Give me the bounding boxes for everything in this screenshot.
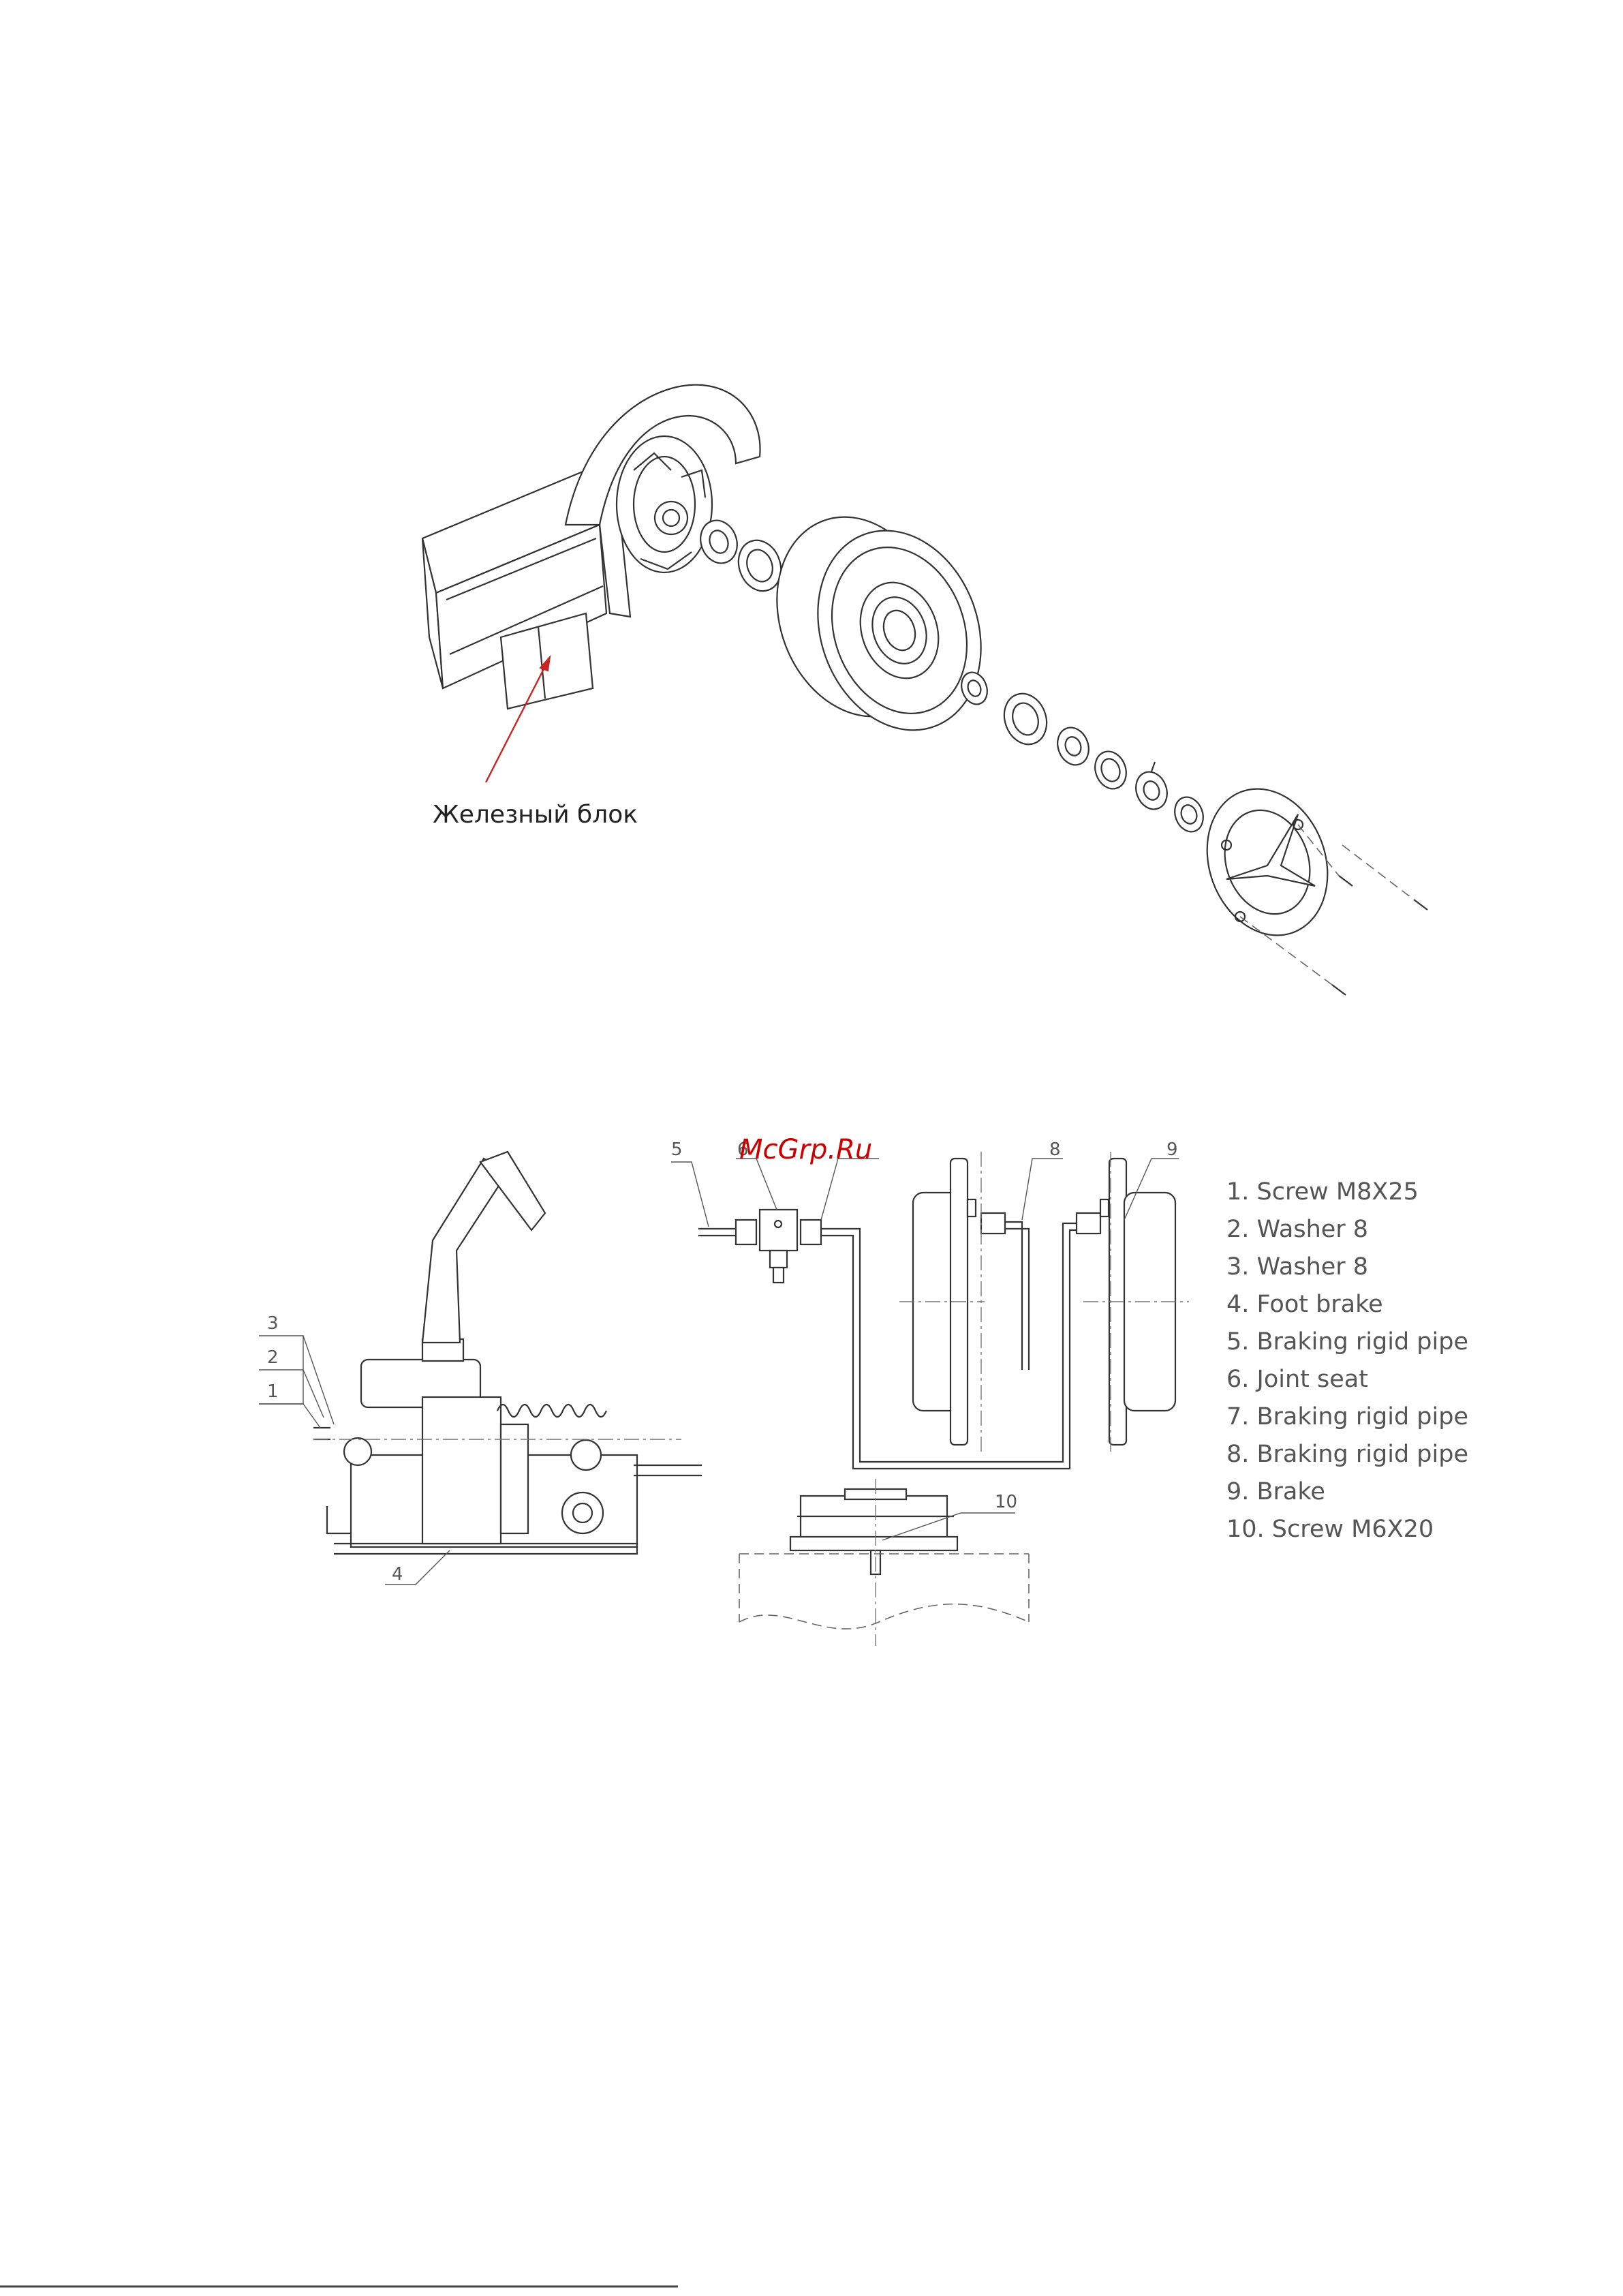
legend-item-4: 4. Foot brake [1226,1291,1383,1318]
legend-item-3: 3. Washer 8 [1226,1253,1368,1281]
rigid-pipe-8 [1005,1159,1063,1370]
callout-5: 5 [671,1139,683,1160]
callout-3: 3 [267,1313,279,1334]
brake-mount-section [739,1479,1029,1646]
callout-2: 2 [267,1347,279,1368]
brake-left [899,1152,1005,1452]
outer-washer [1053,723,1094,769]
legend-item-5: 5. Braking rigid pipe [1226,1328,1468,1356]
tab-washer [1131,762,1172,814]
legend-item-1: 1. Screw M8X25 [1226,1178,1419,1206]
legend-item-2: 2. Washer 8 [1226,1216,1368,1243]
legend-item-6: 6. Joint seat [1226,1366,1368,1393]
iron-block-caption: Железный блок [433,801,638,829]
lock-ring [1090,747,1131,793]
callout-4: 4 [392,1564,403,1585]
foot-brake-unit [313,1152,702,1554]
outer-bearing [998,688,1053,750]
callout-10: 10 [995,1492,1017,1512]
brake-system-diagram: 3 2 1 4 5 6 [259,1134,1468,1646]
hub-cap [1188,772,1348,953]
legend-item-10: 10. Screw M6X20 [1226,1516,1434,1543]
callout-1: 1 [267,1381,279,1402]
axle-nut [1170,793,1207,836]
wheel-tire [750,494,1008,754]
wheel-assembly-diagram: Железный блок [422,385,1427,995]
callout-8: 8 [1049,1139,1061,1160]
brake-drum-assembly [617,436,712,572]
legend-item-9: 9. Brake [1226,1478,1325,1505]
brake-right [1077,1152,1189,1452]
callout-9: 9 [1166,1139,1178,1160]
parts-legend: 1. Screw M8X25 2. Washer 8 3. Washer 8 4… [1226,1178,1468,1543]
joint-seat-and-pipes [671,1159,1077,1469]
legend-item-8: 8. Braking rigid pipe [1226,1441,1468,1468]
watermark: McGrp.Ru [739,1134,872,1165]
legend-item-7: 7. Braking rigid pipe [1226,1403,1468,1430]
